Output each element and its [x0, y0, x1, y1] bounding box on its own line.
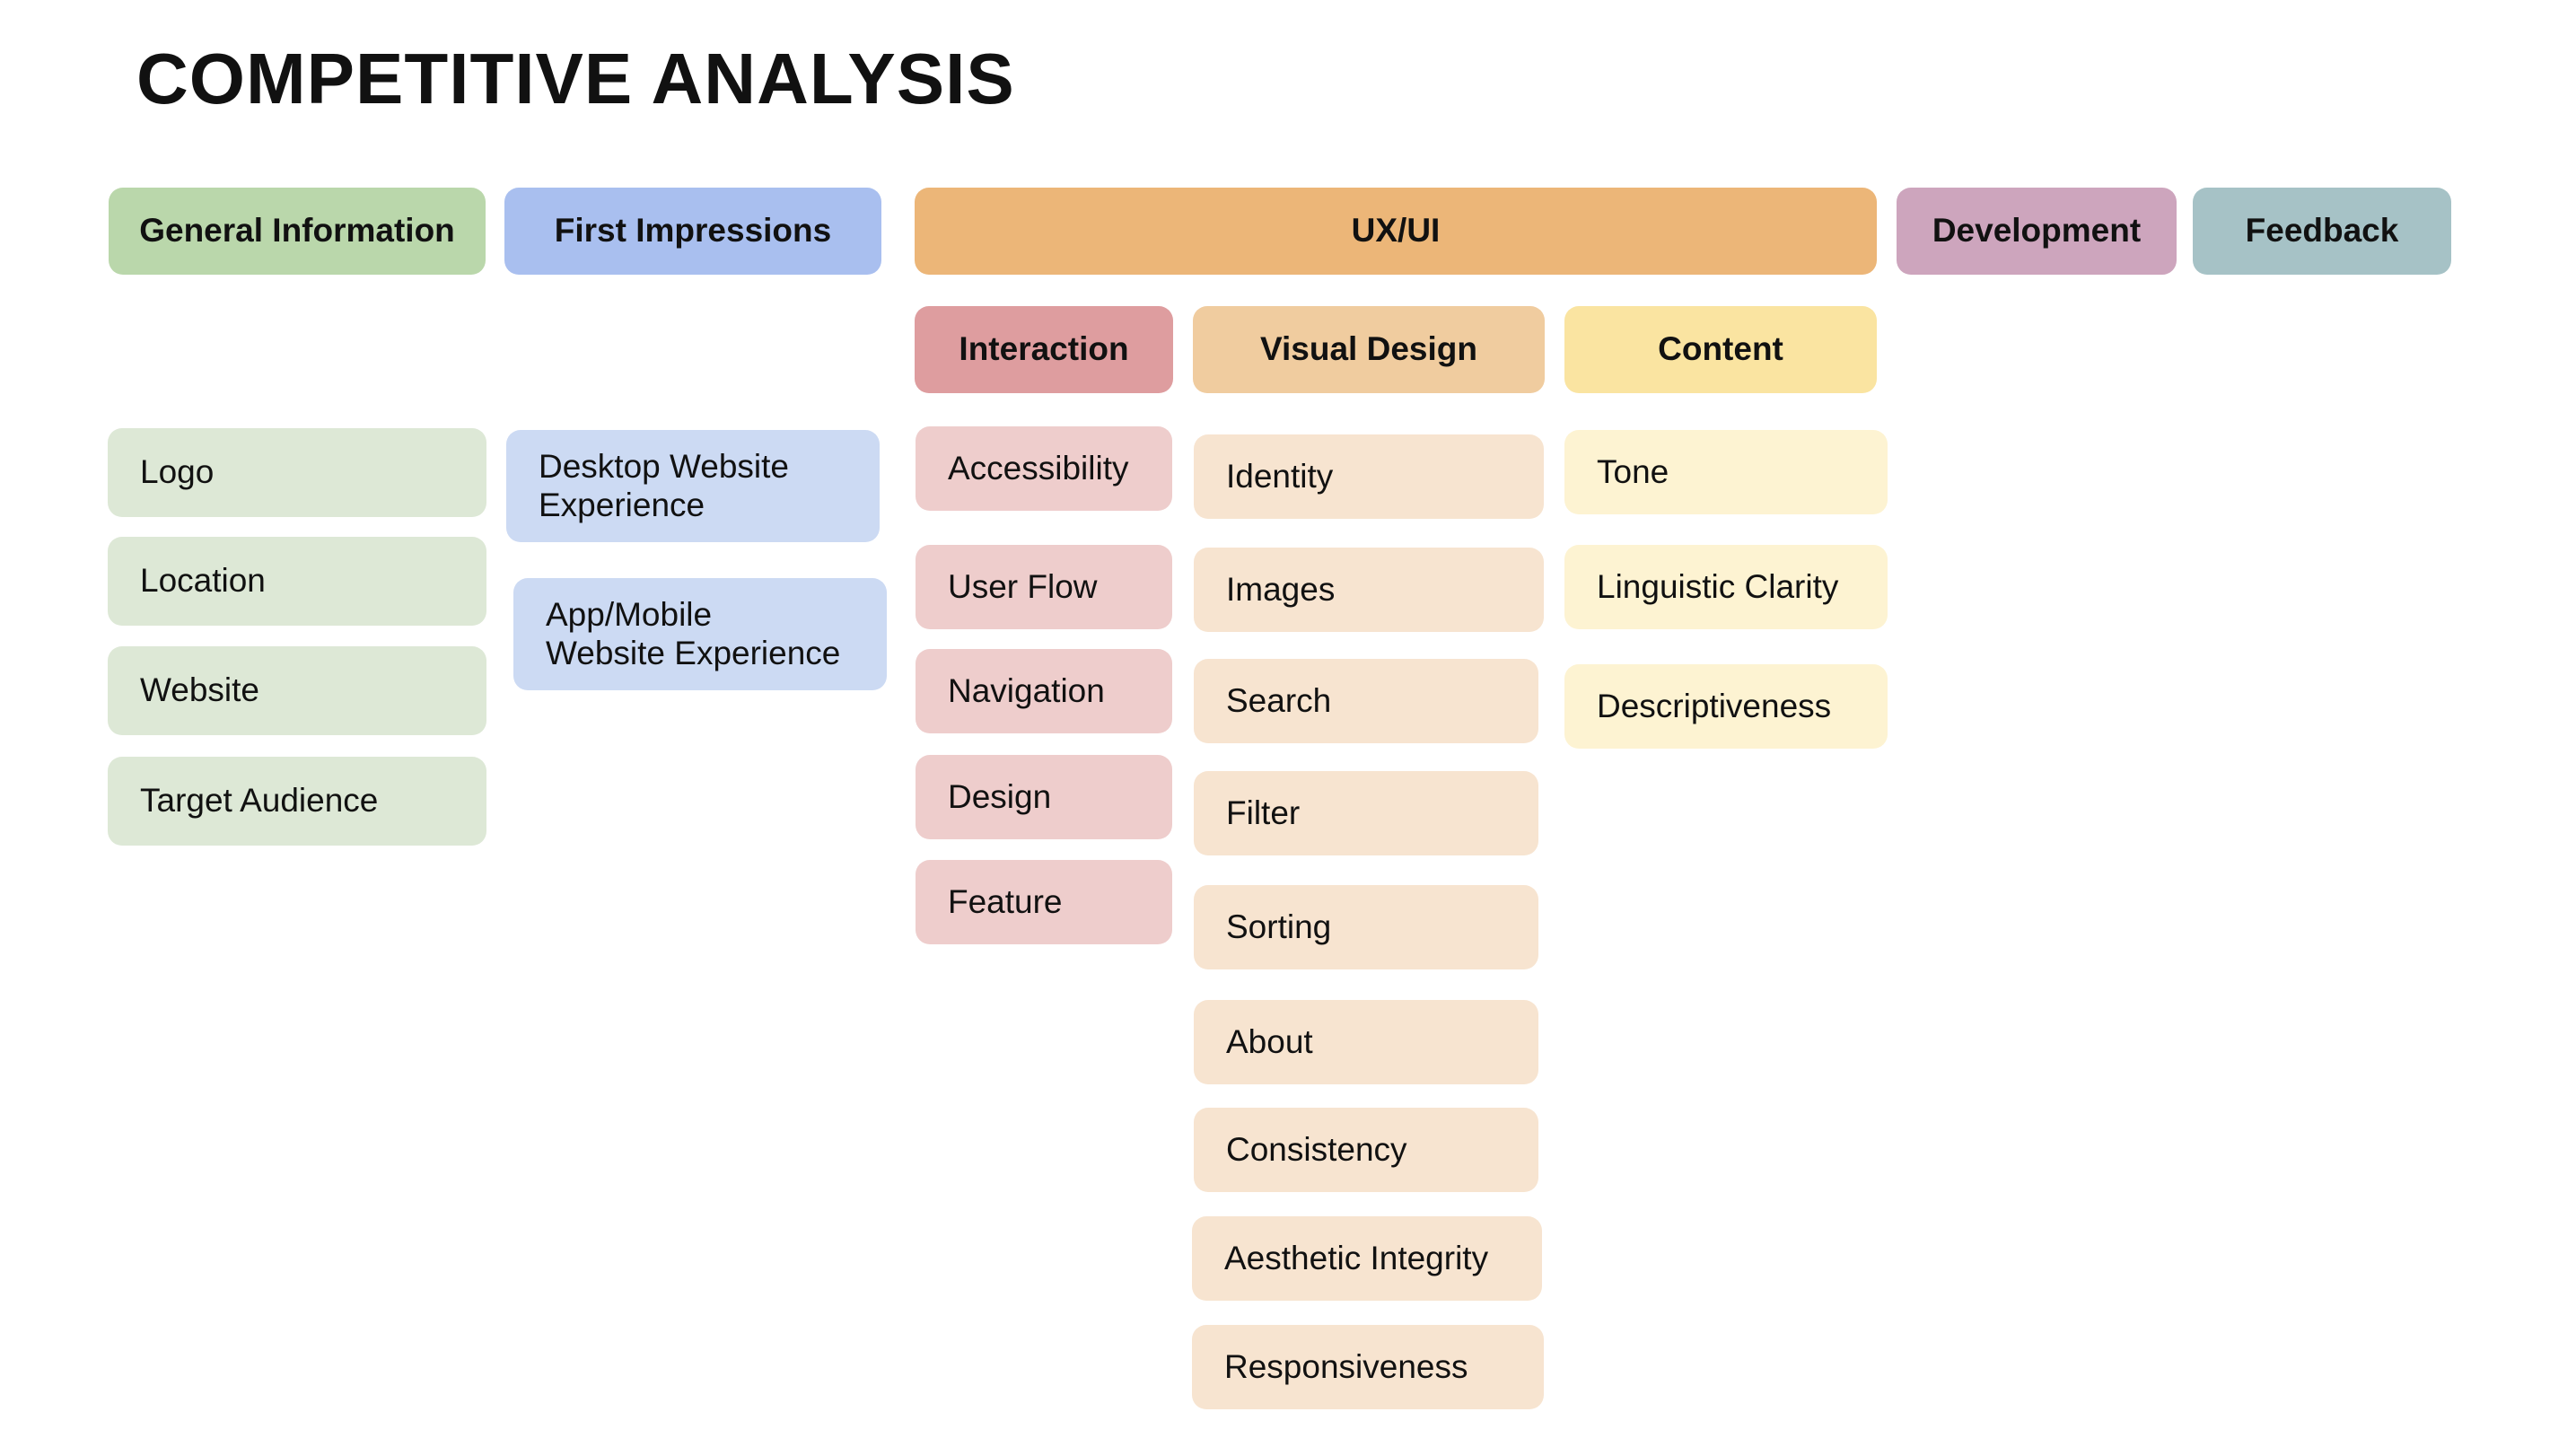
- header-development: Development: [1897, 188, 2177, 275]
- content-item-descriptiveness: Descriptiveness: [1564, 664, 1888, 749]
- subheader-content: Content: [1564, 306, 1877, 393]
- visual-item-consistency: Consistency: [1194, 1108, 1538, 1192]
- page-title: COMPETITIVE ANALYSIS: [136, 39, 1015, 118]
- first-item-desktop-experience: Desktop Website Experience: [506, 430, 880, 542]
- interaction-item-user-flow: User Flow: [916, 545, 1172, 629]
- general-item-location: Location: [108, 537, 486, 626]
- visual-item-about: About: [1194, 1000, 1538, 1084]
- general-item-website: Website: [108, 646, 486, 735]
- interaction-item-feature: Feature: [916, 860, 1172, 944]
- visual-item-sorting: Sorting: [1194, 885, 1538, 969]
- general-item-logo: Logo: [108, 428, 486, 517]
- visual-item-responsiveness: Responsiveness: [1192, 1325, 1544, 1409]
- header-first-impressions: First Impressions: [504, 188, 881, 275]
- visual-item-aesthetic-integrity: Aesthetic Integrity: [1192, 1216, 1542, 1301]
- first-item-mobile-experience: App/Mobile Website Experience: [513, 578, 887, 690]
- content-item-linguistic-clarity: Linguistic Clarity: [1564, 545, 1888, 629]
- visual-item-images: Images: [1194, 548, 1544, 632]
- subheader-interaction: Interaction: [915, 306, 1173, 393]
- visual-item-filter: Filter: [1194, 771, 1538, 855]
- visual-item-identity: Identity: [1194, 434, 1544, 519]
- visual-item-search: Search: [1194, 659, 1538, 743]
- general-item-target-audience: Target Audience: [108, 757, 486, 846]
- interaction-item-design: Design: [916, 755, 1172, 839]
- subheader-visual-design: Visual Design: [1193, 306, 1545, 393]
- header-general-information: General Information: [109, 188, 486, 275]
- content-item-tone: Tone: [1564, 430, 1888, 514]
- interaction-item-accessibility: Accessibility: [916, 426, 1172, 511]
- interaction-item-navigation: Navigation: [916, 649, 1172, 733]
- header-feedback: Feedback: [2193, 188, 2451, 275]
- header-ux-ui: UX/UI: [915, 188, 1877, 275]
